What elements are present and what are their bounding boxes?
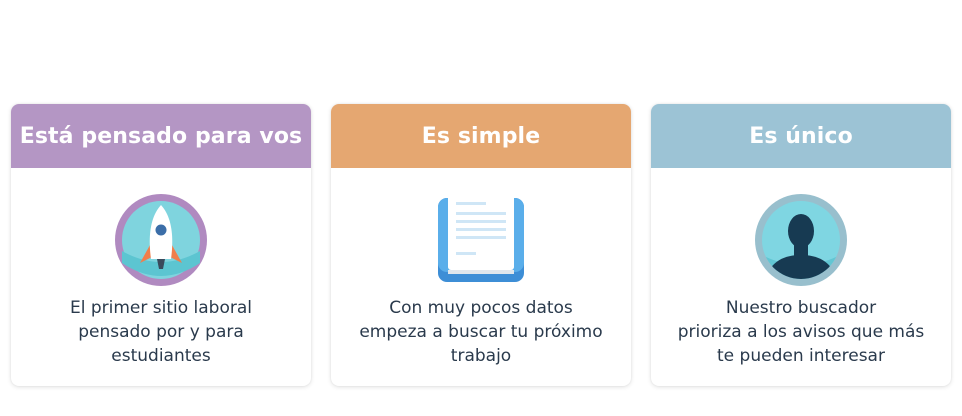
card-header: Es simple: [331, 104, 631, 168]
card-description: El primer sitio laboral pensado por y pa…: [69, 298, 253, 366]
feature-card-tailored: Está pensado para vos El primer sitio la…: [11, 104, 311, 386]
card-title: Es único: [749, 123, 853, 149]
card-header: Es único: [651, 104, 951, 168]
card-icon-wrap: [651, 192, 951, 288]
card-description: Nuestro buscador prioriza a los avisos q…: [677, 298, 925, 366]
card-header: Está pensado para vos: [11, 104, 311, 168]
card-title: Está pensado para vos: [19, 123, 303, 149]
rocket-icon: [115, 194, 207, 286]
feature-card-simple: Es simple Con muy pocos datos empeza a b…: [331, 104, 631, 386]
card-title: Es simple: [421, 123, 541, 149]
card-icon-wrap: [331, 192, 631, 288]
card-description: Con muy pocos datos empeza a buscar tu p…: [359, 298, 603, 366]
feature-card-unique: Es único Nuestro buscador prioriza a los…: [651, 104, 951, 386]
user-avatar-icon: [755, 194, 847, 286]
card-icon-wrap: [11, 192, 311, 288]
document-icon: [438, 194, 524, 282]
